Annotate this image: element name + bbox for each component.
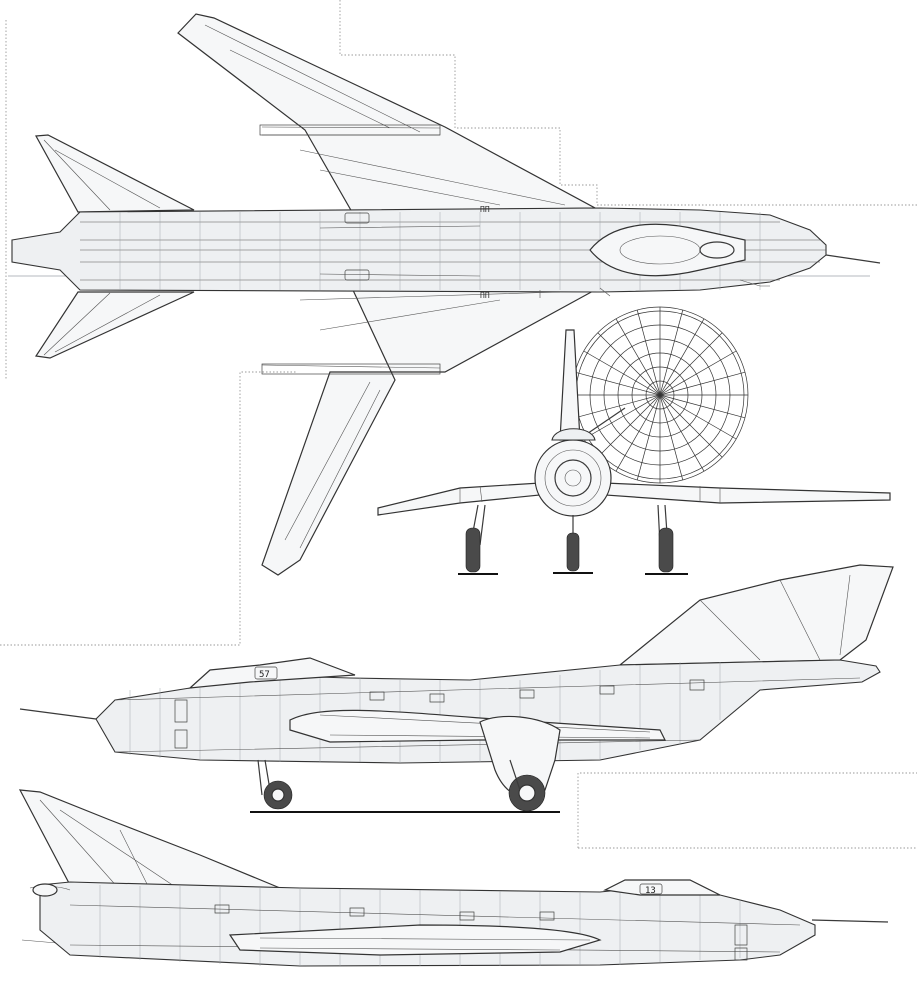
drag-chute-gore-line <box>574 371 661 396</box>
top-view-lower-stabilizer <box>34 291 195 359</box>
top-view: ПП ПП <box>8 13 881 576</box>
port-side-fin <box>618 564 894 666</box>
drag-chute-gore-line <box>659 350 737 396</box>
view-frames <box>0 0 917 849</box>
front-view-fin <box>559 329 581 441</box>
drag-chute-gore-line <box>659 394 705 472</box>
port-side-view: 57 <box>19 564 894 813</box>
drag-chute-gore-line <box>615 394 661 472</box>
front-view-right-wing <box>604 482 891 504</box>
top-view-lower-wing <box>261 287 598 576</box>
starboard-side-fuselage <box>39 881 816 967</box>
side-view-pitot-probe <box>19 708 97 720</box>
port-side-canopy <box>188 657 356 689</box>
top-view-upper-stabilizer <box>35 134 195 213</box>
drag-chute-gore-line <box>659 394 737 440</box>
drag-chute-gore-line <box>659 394 684 481</box>
front-view-left-wing <box>377 482 541 516</box>
drag-chute-gore-line <box>583 350 661 396</box>
top-view-pitot-probe <box>825 254 881 264</box>
drag-chute-gore-line <box>574 394 661 419</box>
front-view-fuselage <box>534 439 612 517</box>
top-view-canopy <box>589 223 746 277</box>
drag-chute-gore-line <box>659 394 723 458</box>
starboard-side-canopy <box>603 879 721 896</box>
starboard-side-view: 13 <box>18 789 889 967</box>
top-view-upper-wing <box>177 13 598 213</box>
drag-chute-gore-line <box>659 309 684 396</box>
drag-chute-gore-line <box>597 332 661 396</box>
front-view-landing-gear <box>465 504 674 573</box>
drag-chute-gore-line <box>583 394 661 440</box>
starboard-side-canopy-code: 13 <box>645 886 656 896</box>
starboard-side-fin <box>18 789 281 896</box>
starboard-pitot-probe <box>811 919 889 923</box>
starboard-side-wing <box>228 924 602 956</box>
port-side-landing-gear <box>257 759 546 812</box>
front-view-ground <box>458 572 688 575</box>
top-view-marking-upper: ПП <box>480 205 490 214</box>
drag-chute-gore-line <box>659 394 746 419</box>
front-view <box>377 306 891 575</box>
drag-chute-gore-line <box>636 309 661 396</box>
drag-chute-gore-line <box>659 332 723 396</box>
drag-chute-gore-line <box>636 394 661 481</box>
drag-chute-gore-line <box>659 318 705 396</box>
port-side-drop-tank <box>479 715 561 798</box>
drag-chute-gore-line <box>597 394 661 458</box>
front-view-canopy <box>551 428 596 441</box>
front-view-intake <box>554 459 592 497</box>
top-view-marking-lower: ПП <box>480 291 490 300</box>
drag-chute-gore-line <box>659 371 746 396</box>
drag-chute-gore-line <box>615 318 661 396</box>
port-side-canopy-code: 57 <box>259 670 270 680</box>
